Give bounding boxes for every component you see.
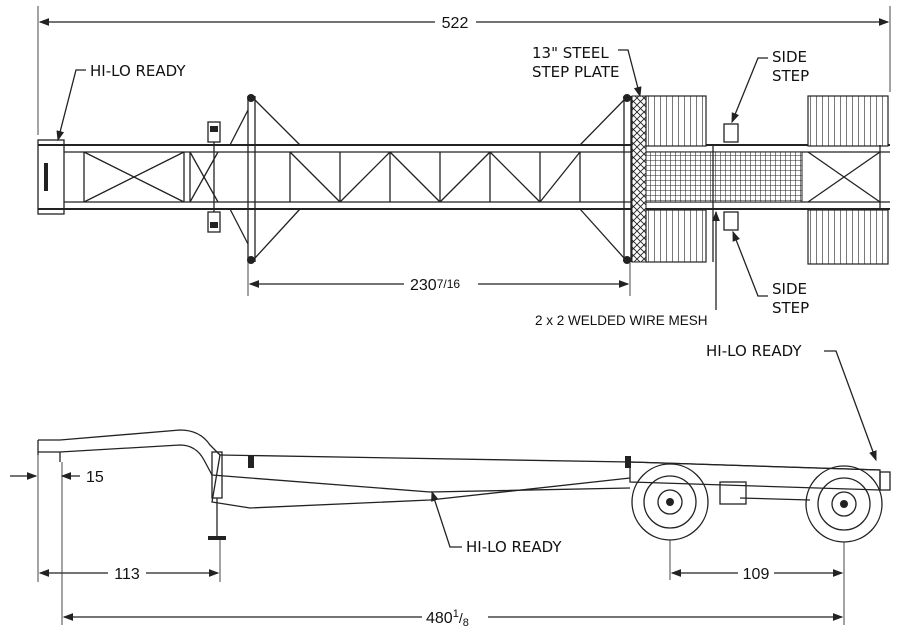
tire-front-right xyxy=(645,209,707,263)
left-outrigger-frame xyxy=(229,96,301,262)
hi-lo-ready-label-mid: HI-LO READY xyxy=(466,538,562,556)
gooseneck-bottom xyxy=(38,444,213,476)
right-outrigger-frame xyxy=(579,96,632,262)
hi-lo-ready-leader-right xyxy=(824,350,877,462)
side-step-bottom xyxy=(723,211,739,231)
landing-gear-pad-top xyxy=(210,126,218,132)
tire-front-left xyxy=(645,95,707,147)
step-plate xyxy=(631,95,647,263)
wheel-rear xyxy=(805,465,883,543)
side-step-bottom-leader xyxy=(732,230,768,297)
hi-lo-ready-leader-top xyxy=(56,69,86,142)
front-offset-label: 15 xyxy=(86,469,104,486)
step-plate-leader xyxy=(618,49,642,98)
front-bolster xyxy=(37,139,65,215)
overall-length-side-label: 4801/8 xyxy=(426,608,469,629)
side-step-bottom-label-line2: STEP xyxy=(772,299,809,317)
wheel-front xyxy=(631,463,709,541)
rear-truss xyxy=(807,145,881,209)
pin-right-top xyxy=(623,94,631,102)
deck-belly xyxy=(211,454,631,509)
side-step-top-label-line2: STEP xyxy=(772,67,809,85)
wire-mesh-deck xyxy=(645,151,803,203)
rear-bumper xyxy=(879,471,891,491)
landing-gear-foot xyxy=(208,536,226,540)
side-step-top-label-line1: SIDE xyxy=(772,48,807,66)
front-truss xyxy=(83,151,219,203)
pin-side-right xyxy=(625,456,631,468)
overall-length-label: 522 xyxy=(442,15,469,32)
deck-top xyxy=(219,454,881,471)
wire-mesh-label: 2 x 2 WELDED WIRE MESH xyxy=(535,313,708,328)
center-truss xyxy=(289,151,581,203)
tire-rear-left xyxy=(807,95,889,147)
kingpin-plate xyxy=(44,163,48,191)
suspension-block xyxy=(719,481,747,505)
hi-lo-ready-label-top: HI-LO READY xyxy=(90,62,186,80)
gooseneck-top xyxy=(38,429,221,456)
side-view: HI-LO READY xyxy=(10,342,891,629)
hi-lo-ready-leader-mid xyxy=(431,490,462,548)
pin-left-bottom xyxy=(247,256,255,264)
landing-gear-pad-bottom xyxy=(210,222,218,228)
gooseneck-spacing-label: 2307/16 xyxy=(410,277,460,294)
tire-rear-right xyxy=(807,209,889,265)
side-step-top xyxy=(723,123,739,143)
side-step-bottom-label-line1: SIDE xyxy=(772,280,807,298)
axle-spread-label: 109 xyxy=(743,566,770,583)
step-plate-label-line2: STEP PLATE xyxy=(532,63,619,81)
pin-right-bottom xyxy=(623,256,631,264)
side-step-top-leader xyxy=(731,57,768,124)
kingpin-to-landing-gear-label: 113 xyxy=(114,566,140,583)
deck-bottom-front xyxy=(211,474,631,493)
equalizer-bar xyxy=(739,497,811,501)
pin-side-left xyxy=(248,456,254,468)
top-view: 522 HI-LO READY xyxy=(37,6,891,328)
pin-left-top xyxy=(247,94,255,102)
hi-lo-ready-label-right: HI-LO READY xyxy=(706,342,802,360)
step-plate-label-line1: 13" STEEL xyxy=(532,44,609,62)
